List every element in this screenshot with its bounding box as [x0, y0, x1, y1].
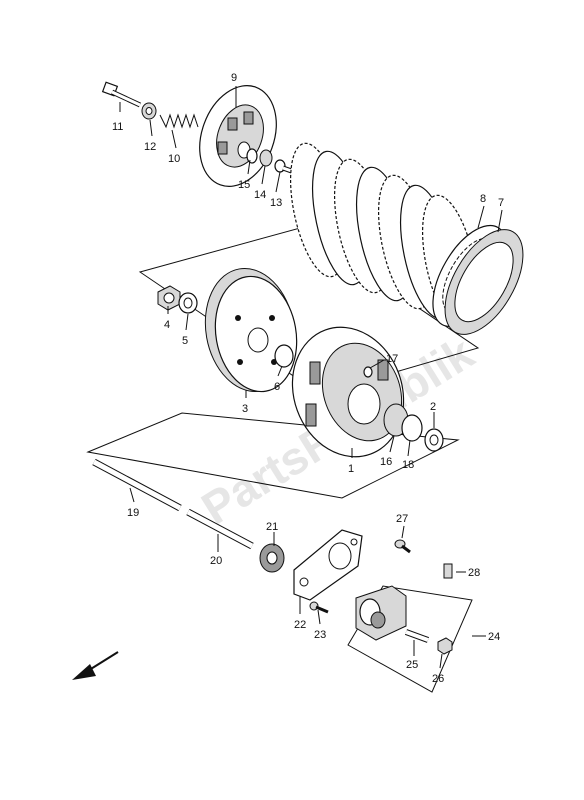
collar-part	[141, 102, 157, 120]
leader-lines	[119, 86, 503, 669]
label-part-15[interactable]: 15	[238, 179, 250, 191]
friction-plate-part	[444, 229, 524, 335]
label-part-11[interactable]: 11	[112, 121, 123, 133]
cap-part	[437, 637, 453, 655]
pin-part	[363, 366, 373, 378]
part-labels: 9 11 12 10 15 14 13 8 7 4 5 6 3 17 2 1 1…	[112, 72, 504, 685]
label-part-1[interactable]: 1	[348, 463, 354, 475]
bolt-small-part	[394, 539, 411, 554]
lock-washer-part	[178, 292, 198, 314]
label-part-24[interactable]: 24	[488, 631, 500, 643]
gasket-part	[293, 529, 363, 601]
bearing-part	[246, 148, 258, 164]
label-part-3[interactable]: 3	[242, 403, 248, 415]
oil-seal-part	[259, 543, 285, 573]
label-part-28[interactable]: 28	[468, 567, 480, 579]
label-part-22[interactable]: 22	[294, 619, 306, 631]
label-part-12[interactable]: 12	[144, 141, 156, 153]
label-part-4[interactable]: 4	[164, 319, 170, 331]
push-rod-short-part	[186, 508, 254, 550]
label-part-9[interactable]: 9	[231, 72, 237, 84]
label-part-7[interactable]: 7	[498, 197, 504, 209]
hub-group-box	[86, 412, 460, 499]
label-part-6[interactable]: 6	[274, 381, 280, 393]
front-direction-arrow	[72, 651, 119, 680]
washer-part	[259, 149, 273, 167]
primary-driven-gear-part	[204, 267, 298, 393]
label-part-10[interactable]: 10	[168, 153, 180, 165]
label-part-26[interactable]: 26	[432, 673, 444, 685]
screw-part	[309, 601, 329, 614]
spring-part	[159, 113, 199, 129]
label-part-14[interactable]: 14	[254, 189, 266, 201]
label-part-20[interactable]: 20	[210, 555, 222, 567]
bolt-part	[101, 81, 142, 108]
bleeder-part	[443, 563, 453, 579]
cylinder-bolt-part	[404, 629, 430, 643]
push-rod-long-part	[92, 458, 182, 512]
clutch-hub-part	[291, 326, 405, 458]
label-part-17[interactable]: 17	[386, 353, 398, 365]
label-part-23[interactable]: 23	[314, 629, 326, 641]
release-cylinder-part	[355, 585, 407, 641]
nut-part	[157, 285, 181, 311]
label-part-2[interactable]: 2	[430, 401, 436, 413]
label-part-5[interactable]: 5	[182, 335, 188, 347]
label-part-27[interactable]: 27	[396, 513, 408, 525]
label-part-19[interactable]: 19	[127, 507, 139, 519]
label-part-8[interactable]: 8	[480, 193, 486, 205]
label-part-18[interactable]: 18	[402, 459, 414, 471]
label-part-21[interactable]: 21	[266, 521, 278, 533]
thrust-washer-part	[274, 344, 294, 368]
label-part-13[interactable]: 13	[270, 197, 282, 209]
wave-washer-part	[401, 414, 423, 442]
label-part-16[interactable]: 16	[380, 456, 392, 468]
label-part-25[interactable]: 25	[406, 659, 418, 671]
small-washer-part	[424, 428, 444, 452]
